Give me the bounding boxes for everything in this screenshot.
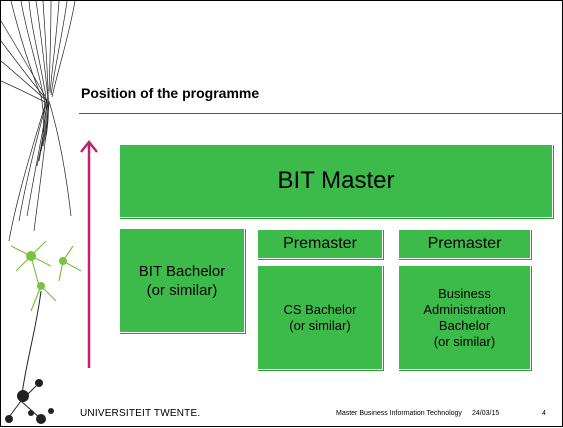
bit-bachelor-box: BIT Bachelor (or similar): [119, 228, 245, 333]
bit-master-label: BIT Master: [277, 167, 395, 194]
bit-master-box: BIT Master: [119, 144, 553, 218]
footer-date: 24/03/15: [472, 410, 500, 417]
premaster-label-cs: Premaster: [283, 235, 357, 252]
premaster-box-ba: Premaster: [398, 229, 531, 259]
neuron-illustration: [5, 240, 82, 424]
ba-bachelor-label: Business Administration Bachelor (or sim…: [423, 285, 506, 349]
cs-bachelor-label: CS Bachelor (or similar): [283, 301, 357, 333]
bit-bachelor-label: BIT Bachelor (or similar): [138, 262, 226, 299]
footer-course: Master Business Information Technology: [336, 410, 462, 417]
page-title: Position of the programme: [81, 85, 260, 101]
premaster-box-cs: Premaster: [257, 229, 383, 259]
page-number: 4: [542, 410, 546, 417]
premaster-label-ba: Premaster: [427, 235, 502, 252]
cs-bachelor-box: CS Bachelor (or similar): [257, 265, 383, 370]
ba-bachelor-box: Business Administration Bachelor (or sim…: [398, 265, 531, 370]
decorative-line-art: [1, 1, 82, 424]
arrow-up-icon: [80, 139, 98, 368]
title-divider: [79, 113, 563, 114]
university-logo: UNIVERSITEIT TWENTE.: [80, 408, 201, 419]
